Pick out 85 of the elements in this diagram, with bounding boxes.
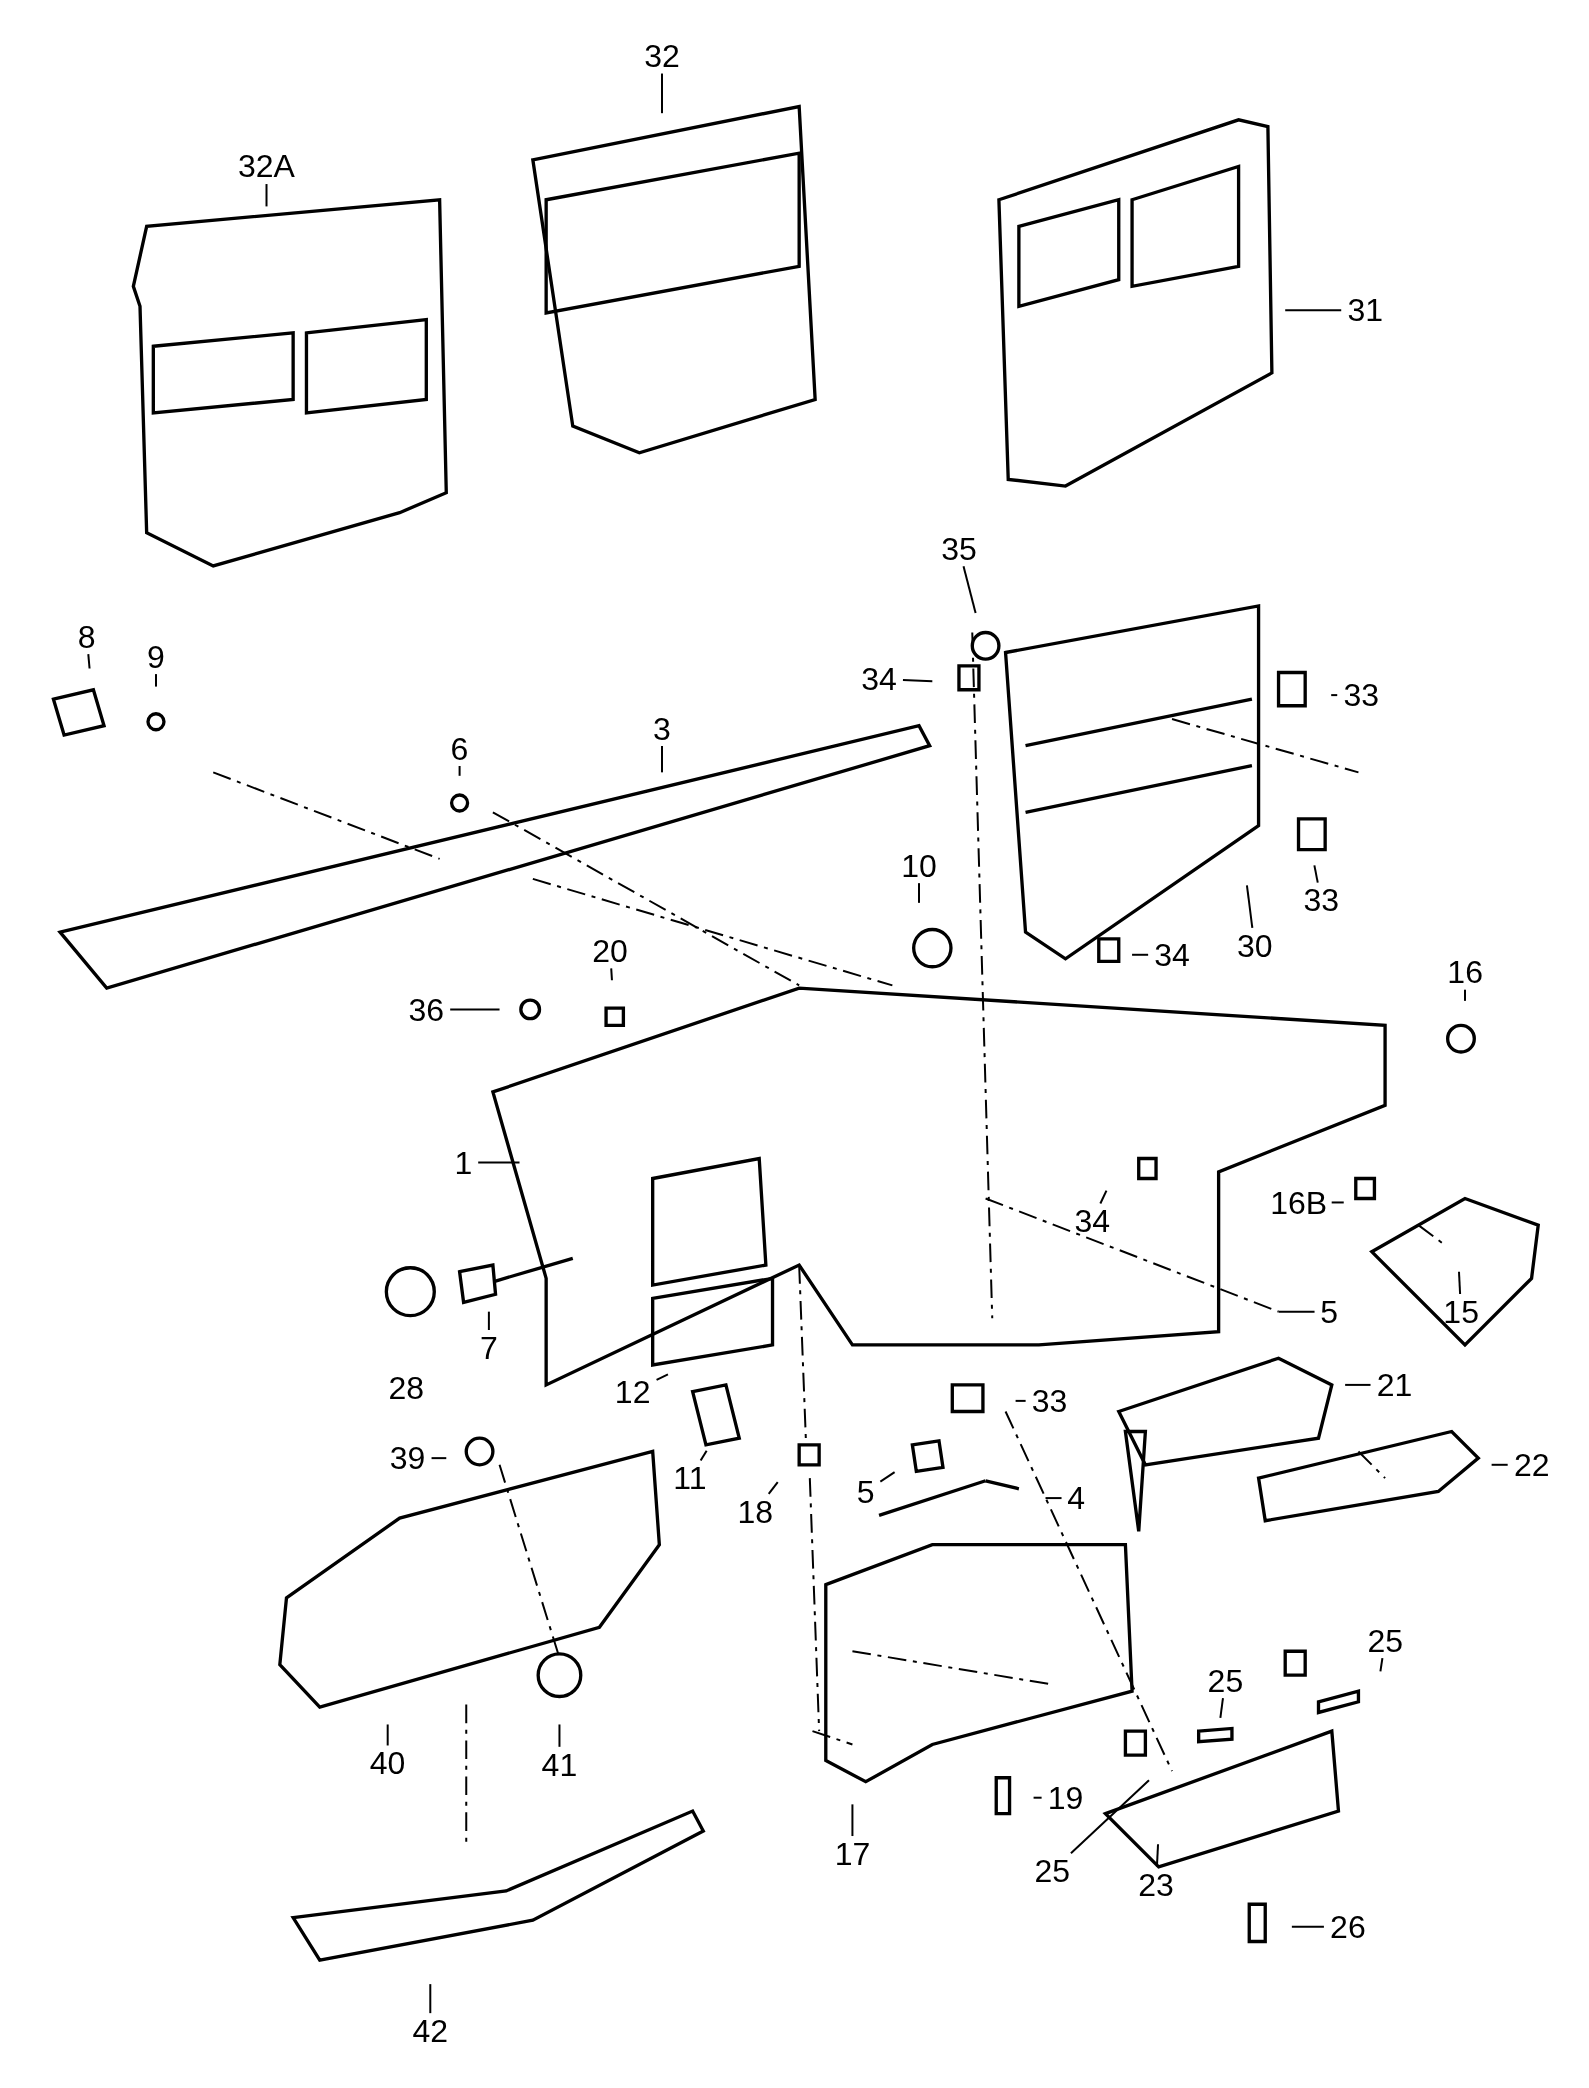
leader-line xyxy=(1245,884,1254,929)
leader-line xyxy=(1155,1843,1160,1868)
leader-line xyxy=(1014,1399,1027,1402)
leader-line xyxy=(458,764,461,777)
callout-number: 34 xyxy=(1154,938,1190,972)
callout-number: 12 xyxy=(614,1374,651,1409)
leader-line xyxy=(1032,1796,1043,1799)
leader-line xyxy=(655,1373,669,1381)
callout-number: 11 xyxy=(673,1461,707,1496)
leader-line xyxy=(487,1310,490,1331)
leader-line xyxy=(386,1723,389,1747)
callout-number: 28 xyxy=(388,1370,425,1405)
leader-line xyxy=(1099,1189,1108,1205)
callout-number: 33 xyxy=(1303,883,1340,918)
leader-line xyxy=(1044,1497,1063,1500)
callout-number: 6 xyxy=(450,731,469,766)
callout-number: 22 xyxy=(1513,1448,1550,1483)
callout-number: 36 xyxy=(408,992,444,1027)
leader-line xyxy=(1379,1657,1384,1673)
leader-line xyxy=(1069,1779,1150,1855)
callout-number: 20 xyxy=(592,934,628,968)
callout-number: 5 xyxy=(1320,1294,1339,1329)
callout-number: 41 xyxy=(541,1747,578,1782)
callout-number: 31 xyxy=(1347,293,1384,328)
callout-number: 33 xyxy=(1031,1384,1068,1419)
callout-number: 10 xyxy=(901,848,937,883)
callout-number: 25 xyxy=(1034,1854,1070,1889)
leader-line xyxy=(1458,1270,1462,1296)
leader-line xyxy=(1131,953,1150,956)
callout-number: 8 xyxy=(77,619,96,654)
callout-number: 21 xyxy=(1376,1368,1413,1403)
callout-number: 34 xyxy=(1074,1204,1110,1239)
leader-line xyxy=(610,967,613,982)
leader-line xyxy=(1219,1697,1224,1719)
leader-line xyxy=(449,1008,501,1011)
leader-line xyxy=(767,1481,779,1495)
leader-line xyxy=(1277,1310,1316,1313)
leader-line xyxy=(87,653,91,670)
leader-line xyxy=(430,1457,448,1460)
leader-line xyxy=(1284,309,1343,312)
leader-line xyxy=(477,1161,521,1164)
leader-line xyxy=(962,565,977,614)
callout-number: 18 xyxy=(737,1494,773,1529)
callout-number: 23 xyxy=(1138,1867,1174,1902)
callout-number: 30 xyxy=(1236,928,1273,963)
callout-number: 4 xyxy=(1067,1481,1086,1516)
leader-line xyxy=(879,1471,896,1483)
callout-number: 9 xyxy=(146,639,165,674)
leader-line xyxy=(661,745,663,774)
callout-number: 7 xyxy=(479,1330,498,1365)
callout-number: 33 xyxy=(1343,678,1380,713)
callout-number: 32 xyxy=(644,38,680,73)
callout-number: 1 xyxy=(454,1145,473,1180)
callout-number: 39 xyxy=(389,1441,426,1476)
callout-number: 25 xyxy=(1367,1623,1403,1658)
leader-line xyxy=(851,1803,854,1838)
leader-line xyxy=(1344,1383,1372,1386)
callout-number: 34 xyxy=(861,662,897,697)
callout-number: 5 xyxy=(856,1474,875,1509)
leader-line xyxy=(699,1449,708,1462)
callout-number: 35 xyxy=(941,531,977,566)
callout-number: 17 xyxy=(834,1837,871,1872)
leader-line xyxy=(1490,1463,1509,1466)
leader-line xyxy=(1464,988,1466,1002)
callout-number: 16B xyxy=(1270,1185,1328,1220)
callout-number: 15 xyxy=(1443,1294,1479,1329)
leader-line xyxy=(558,1723,561,1748)
leader-line xyxy=(661,72,663,115)
leader-line xyxy=(265,183,268,208)
callout-number: 26 xyxy=(1330,1910,1366,1945)
leader-line xyxy=(901,679,934,683)
leader-line xyxy=(155,673,157,688)
callout-number: 16 xyxy=(1447,955,1483,990)
leader-line xyxy=(1290,1925,1325,1928)
callout-number: 3 xyxy=(653,711,671,746)
callout-number: 32A xyxy=(237,149,295,184)
leader-line xyxy=(1330,1201,1345,1204)
leader-line xyxy=(918,882,920,904)
leader-line xyxy=(429,1983,432,2015)
callout-number: 42 xyxy=(412,2014,448,2049)
callout-number: 25 xyxy=(1207,1663,1244,1698)
callout-number: 40 xyxy=(369,1746,406,1781)
leader-line xyxy=(1313,864,1319,884)
leader-line xyxy=(1330,694,1339,697)
callout-number: 19 xyxy=(1047,1781,1084,1816)
